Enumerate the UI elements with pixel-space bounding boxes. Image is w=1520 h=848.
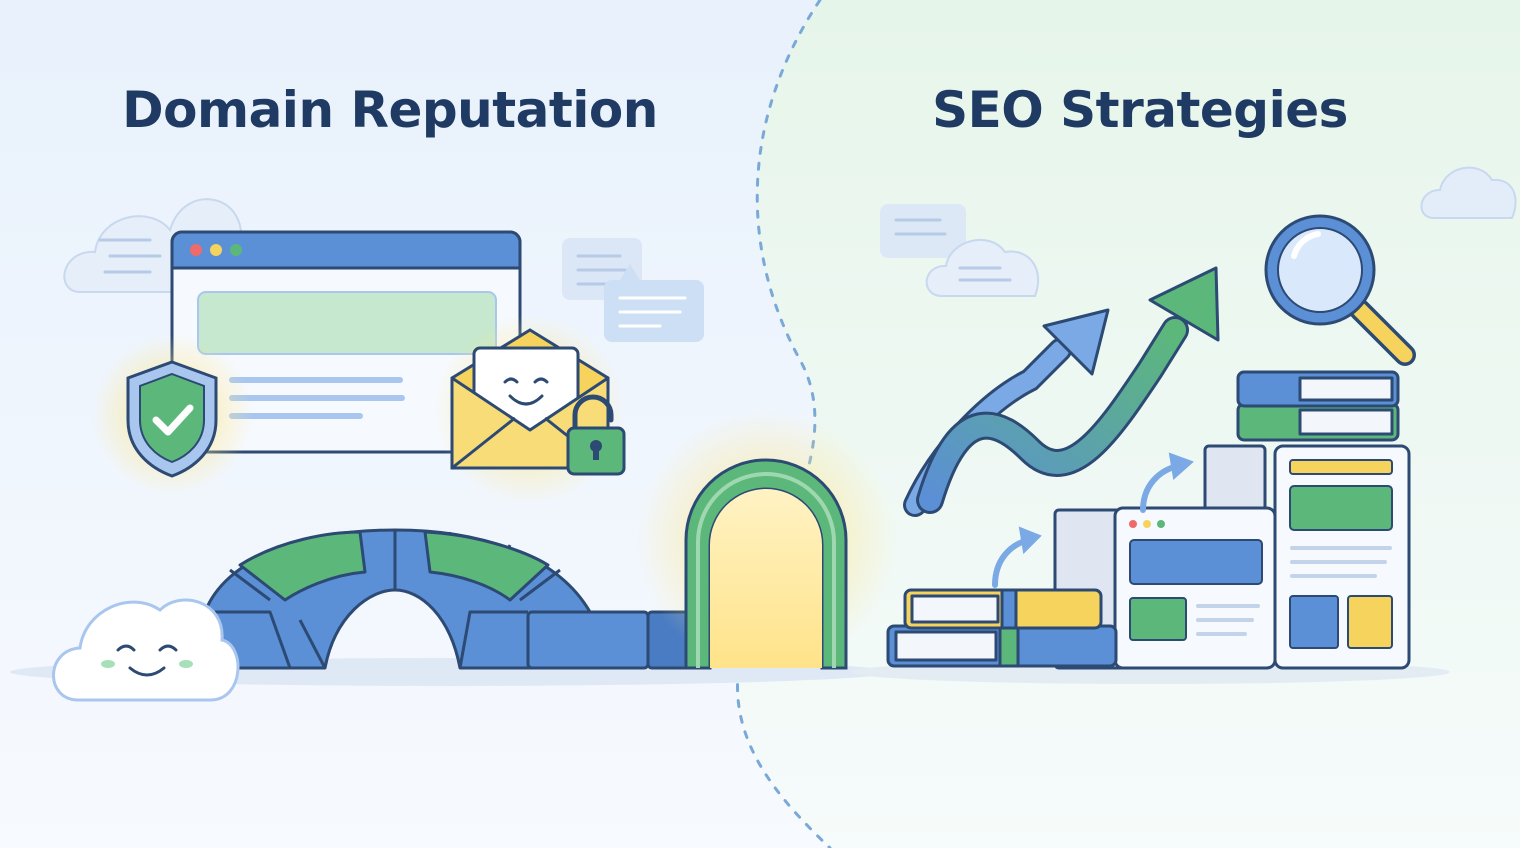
cloud-icon [880, 204, 1040, 297]
curved-arrow-icon [992, 452, 1194, 588]
envelope-smile-icon [435, 315, 625, 505]
magnifying-glass-icon [1264, 214, 1416, 366]
trend-arrow-up-icon [903, 266, 1220, 517]
article-page-icon [1273, 444, 1411, 670]
browser-window-icon [170, 230, 522, 454]
chat-bubbles-icon [562, 238, 704, 342]
book-stack-icon [886, 588, 1118, 668]
seo-strategies-title: SEO Strategies [932, 81, 1348, 139]
book-stack-icon [1236, 370, 1400, 442]
domain-reputation-title: Domain Reputation [122, 81, 658, 139]
padlock-open-icon [566, 394, 626, 476]
smiling-cloud-icon [52, 598, 240, 702]
shield-check-icon [92, 335, 252, 495]
glowing-archway-icon [636, 410, 896, 670]
stone-bridge-icon [203, 528, 692, 670]
webpage-layout-icon [1113, 506, 1277, 670]
cloud-icon [1420, 166, 1517, 219]
